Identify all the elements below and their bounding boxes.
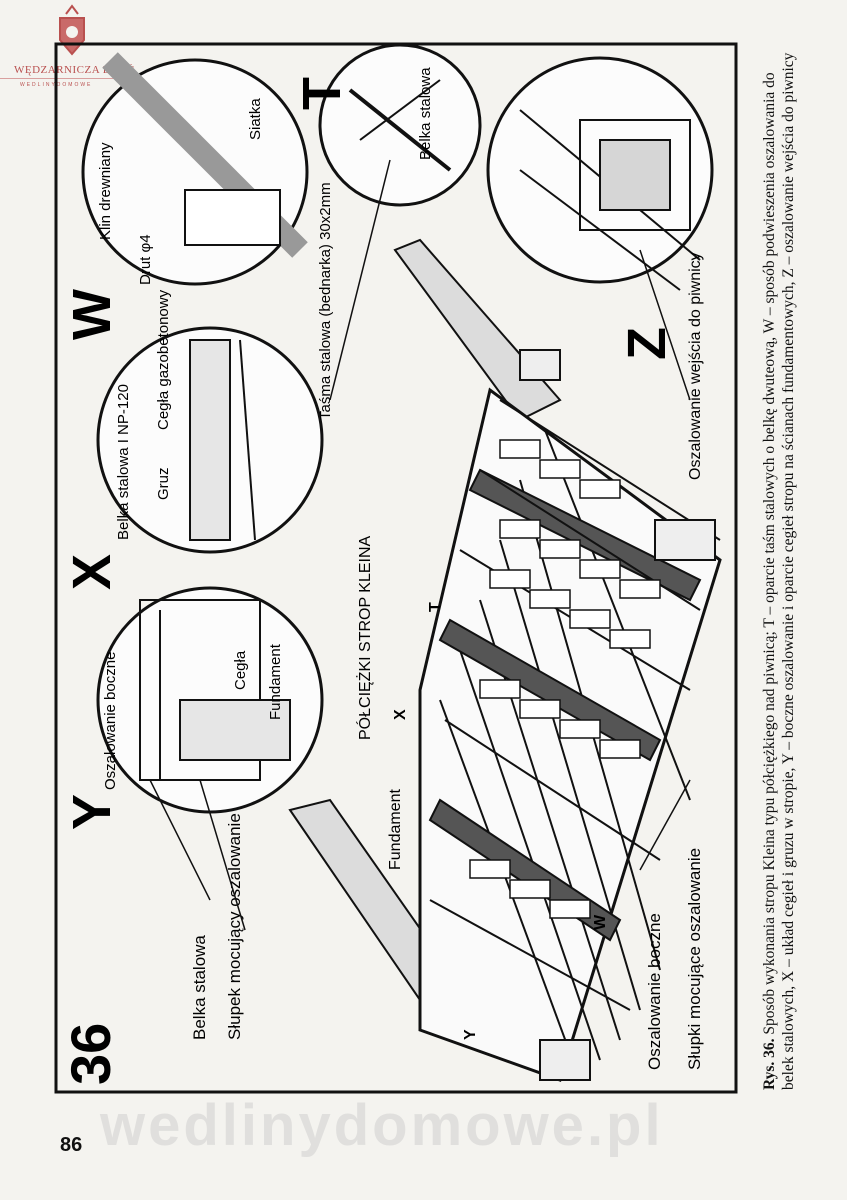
label-x-brick: Cegła gazobetonowy <box>155 289 172 430</box>
label-x-steel-beam: Belka stalowa I NP-120 <box>115 384 132 540</box>
logo-rule <box>0 78 140 79</box>
label-side-formwork-bottom: Oszalowanie boczne <box>645 913 664 1070</box>
detail-circle-w <box>81 52 309 286</box>
watermark: wedlinydomowe.pl <box>100 1093 664 1158</box>
marker-y: Y <box>462 1029 479 1040</box>
label-w-wire: Drut φ4 <box>137 234 154 285</box>
label-y-side-formwork: Oszalowanie boczne <box>102 652 119 790</box>
view-letter-y: Y <box>62 794 122 830</box>
caption-text: Sposób wykonania stropu Kleina typu półc… <box>761 52 797 1090</box>
detail-circle-y <box>96 586 324 814</box>
label-y-foundation: Fundament <box>267 643 284 720</box>
detail-circle-x <box>96 326 324 554</box>
label-post-formwork: Słupek mocujący oszalowanie <box>225 813 244 1040</box>
label-ceiling-title: PÓŁCIĘŻKI STROP KLEINA <box>355 535 374 740</box>
view-letter-w: W <box>62 289 122 340</box>
caption-prefix: Rys. 36. <box>761 1038 778 1090</box>
label-foundation-center: Fundament <box>387 789 404 870</box>
label-z-entry: Oszalowanie wejścia do piwnicy <box>687 252 704 480</box>
marker-t: T <box>427 602 444 612</box>
label-w-wedge: Klin drewniany <box>97 142 114 240</box>
detail-circle-z <box>486 56 714 291</box>
brick-pattern <box>469 439 661 919</box>
figure-caption: Rys. 36. Sposób wykonania stropu Kleina … <box>760 40 842 1090</box>
page-number: 86 <box>60 1134 83 1156</box>
label-x-rubble: Gruz <box>155 467 172 500</box>
view-letter-x: X <box>62 554 122 590</box>
label-steel-strap: Taśma stalowa (bednarka) 30x2mm <box>317 182 334 420</box>
label-y-brick: Cegła <box>232 650 249 690</box>
figure-number: 36 <box>59 1023 122 1085</box>
detail-circle-t <box>318 43 482 207</box>
label-posts-bottom: Słupki mocujące oszalowanie <box>685 848 704 1070</box>
leader-lines <box>149 159 691 931</box>
label-w-mesh: Siatka <box>247 98 264 140</box>
marker-x: X <box>392 709 409 720</box>
label-t-steel-beam: Belka stalowa <box>417 67 434 160</box>
label-steel-beam: Belka stalowa <box>190 935 209 1040</box>
view-letter-t: T <box>292 77 352 110</box>
marker-w: W <box>592 914 609 930</box>
